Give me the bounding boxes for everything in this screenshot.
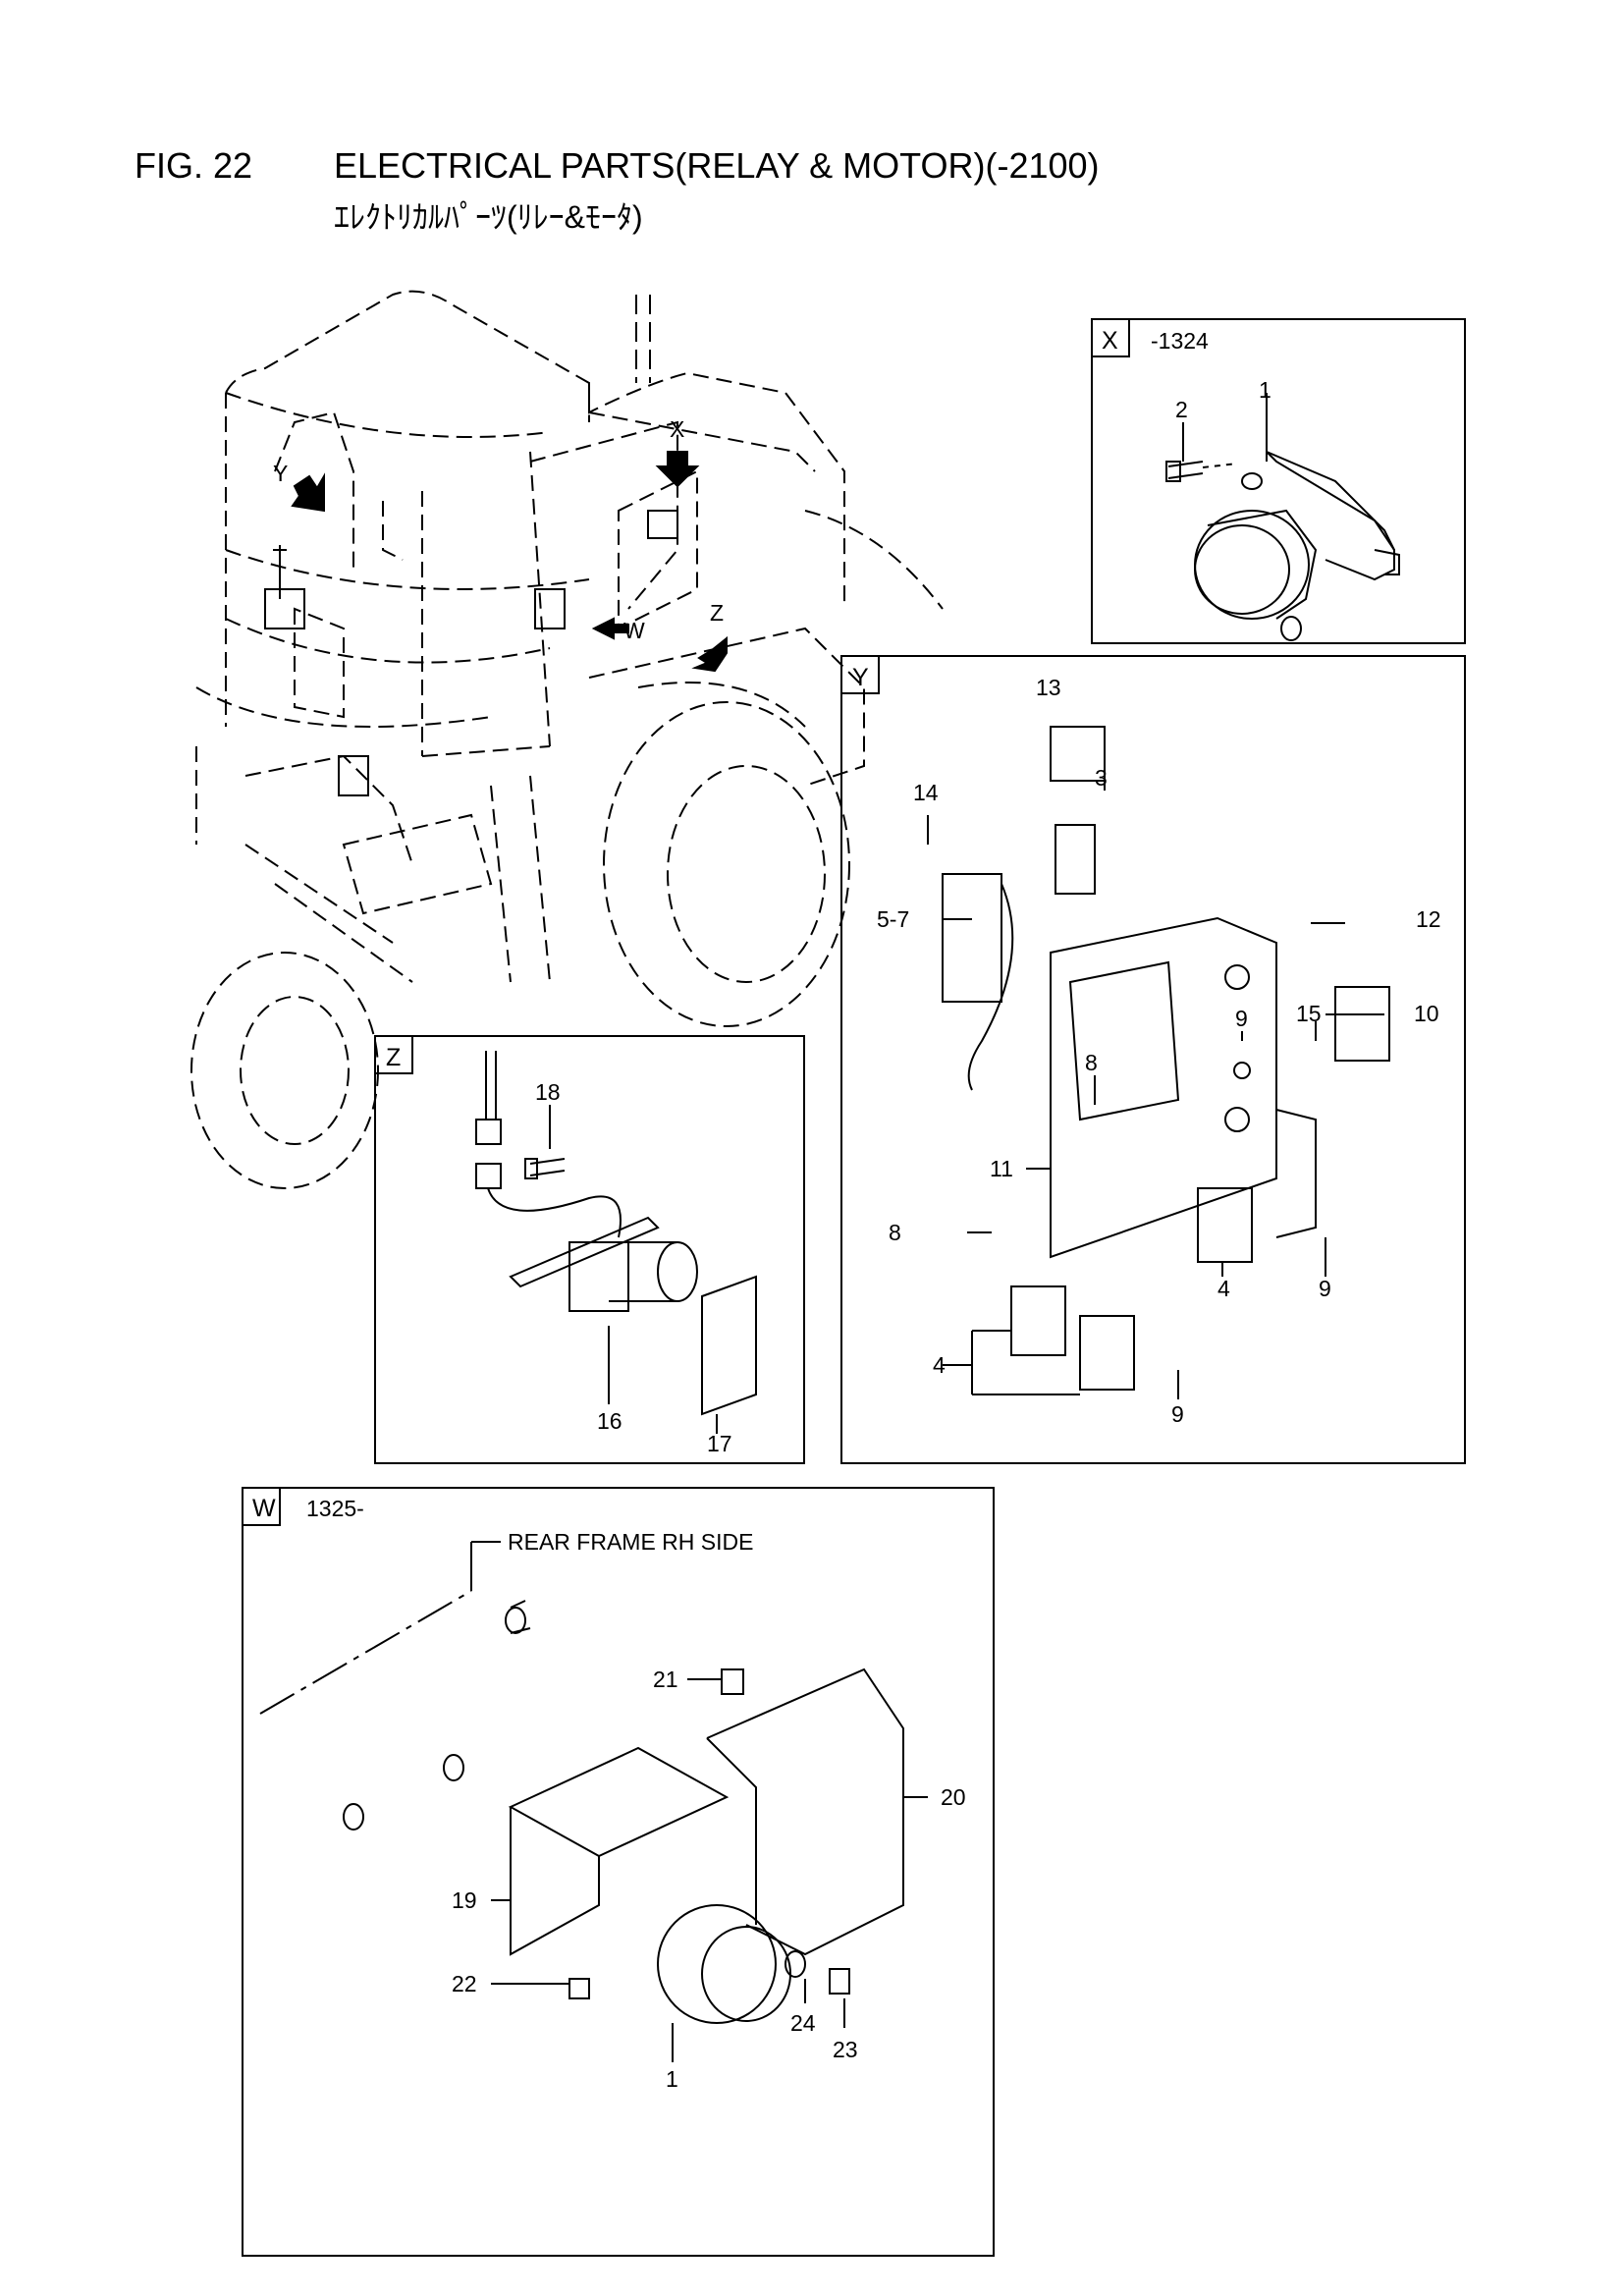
steering-lever [264,545,305,629]
figure-subtitle: ｴﾚｸﾄﾘｶﾙﾊﾟｰﾂ(ﾘﾚｰ&ﾓｰﾀ) [334,199,643,235]
rear-wheel [190,952,379,1189]
detail-z-tag: Z [386,1044,401,1071]
callout-w-19: 19 [452,1887,477,1913]
detail-w-frame [242,1487,995,2257]
callout-w-21: 21 [653,1667,678,1692]
arrow-label-x: X [670,416,684,442]
callout-y-8-upper: 8 [1085,1050,1098,1075]
callout-y-13: 13 [1036,675,1061,700]
figure-title: ELECTRICAL PARTS(RELAY & MOTOR)(-2100) [334,145,1100,186]
callout-w-20: 20 [941,1784,966,1810]
antenna [635,295,651,383]
callout-y-15: 15 [1296,1001,1322,1026]
callout-z-17: 17 [707,1431,732,1456]
detail-y-frame [840,655,1466,1464]
callout-y-14: 14 [913,780,939,805]
arrow-w-icon [591,617,629,640]
callout-z-16: 16 [597,1408,622,1434]
detail-x-tag: X [1102,327,1118,355]
detail-w-note: REAR FRAME RH SIDE [508,1529,753,1555]
figure-number: FIG. 22 [135,145,253,186]
callout-y-5-7: 5-7 [877,906,909,932]
detail-x-frame [1091,318,1466,644]
callout-w-23: 23 [833,2037,858,2062]
front-wheel [603,701,850,1027]
callout-w-22: 22 [452,1971,477,1996]
detail-x-serial: -1324 [1151,328,1209,354]
callout-w-1: 1 [666,2066,678,2092]
detail-w-serial: 1325- [306,1496,364,1521]
detail-w-leaders [491,1678,928,2062]
callout-y-9-upper: 9 [1235,1006,1248,1031]
detail-x-motor [1194,451,1400,641]
overview-arrows [291,451,728,673]
detail-x-leaders [1182,393,1268,462]
overview-arrow-labels: X Y W Z [273,416,724,643]
arrow-y-icon [291,472,325,513]
detail-y-bracket [1050,916,1317,1259]
callout-w-24: 24 [790,2010,816,2036]
arrow-x-icon [655,451,700,488]
detail-x-bolt [1165,461,1238,482]
callout-y-12: 12 [1416,906,1441,932]
detail-y-tag: Y [852,664,869,691]
arrow-label-y: Y [273,461,288,486]
arrow-z-icon [691,635,728,673]
callout-x-1: 1 [1259,377,1271,403]
detail-y-relays [942,726,1390,1391]
cab-relay-box [338,510,678,796]
callout-y-8-lower: 8 [889,1220,901,1245]
rear-fender [804,510,944,610]
detail-z-parts [475,1051,757,1416]
detail-y-leaders [927,732,1384,1399]
detail-w-parts [343,1541,904,2024]
arrow-label-w: W [623,618,645,643]
callout-y-4-left: 4 [933,1352,946,1378]
rear-frame-centerline [259,1590,472,1715]
detail-z-leaders [549,1105,718,1434]
callout-x-2: 2 [1175,397,1188,422]
detail-z-frame [374,1035,805,1464]
callout-y-9-right: 9 [1319,1276,1331,1301]
callout-z-18: 18 [535,1079,561,1105]
callout-y-10: 10 [1414,1001,1439,1026]
callout-y-4-right: 4 [1217,1276,1230,1301]
arrow-label-z: Z [710,600,724,626]
detail-w-tag: W [252,1495,276,1522]
callout-y-11: 11 [990,1156,1013,1181]
callout-y-3: 3 [1095,765,1108,791]
callout-y-9-lower: 9 [1171,1401,1184,1427]
machine-overview [195,290,865,983]
